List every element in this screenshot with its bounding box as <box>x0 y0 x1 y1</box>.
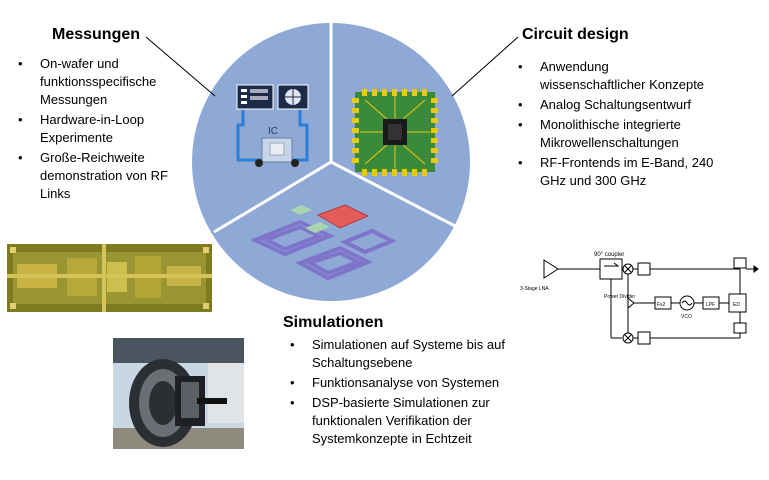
messungen-list: On-wafer und funktionsspecifische Messun… <box>12 55 192 205</box>
pie-divider-right <box>330 160 456 228</box>
messungen-item-2: Hardware-in-Loop Experimente <box>12 111 192 147</box>
simulationen-list: Simulationen auf Systeme bis auf Schaltu… <box>284 336 544 450</box>
ed-label: ED <box>733 302 740 308</box>
antenna-photo-image <box>113 338 244 449</box>
vco-label: VCO <box>681 314 692 320</box>
ic-label: IC <box>268 126 278 137</box>
simulationen-item-2: Funktionsanalyse von Systemen <box>284 374 544 392</box>
circuit-item-1: Anwendung wissenschaftlicher Konzepte <box>512 58 717 94</box>
lpf-label: LPF <box>706 302 715 308</box>
simulation-layout-icon <box>249 204 397 281</box>
circuit-list: Anwendung wissenschaftlicher Konzepte An… <box>512 58 717 192</box>
simulationen-item-1: Simulationen auf Systeme bis auf Schaltu… <box>284 336 544 372</box>
circuit-title: Circuit design <box>522 26 629 43</box>
leader-line-circuit <box>451 36 519 97</box>
circuit-item-2: Analog Schaltungsentwurf <box>512 96 717 114</box>
messungen-item-3: Große-Reichweite demonstration von RF Li… <box>12 149 192 203</box>
measurement-setup-icon: IC <box>236 84 309 167</box>
simulationen-item-3: DSP-basierte Simulationen zur funktional… <box>284 394 544 448</box>
ic-chip-icon <box>352 89 438 176</box>
messungen-item-1: On-wafer und funktionsspecifische Messun… <box>12 55 192 109</box>
messungen-title: Messungen <box>52 26 141 43</box>
circuit-item-3: Monolithische integrierte Mikrowellensch… <box>512 116 717 152</box>
simulationen-title: Simulationen <box>283 314 384 331</box>
pie-divider-left <box>213 160 332 234</box>
chip-micrograph-image <box>7 244 212 312</box>
coupler-label: 90° coupler <box>594 252 624 258</box>
rf-block-diagram: 90° coupler 3-Stage LNA Power Divider Fx… <box>518 248 764 348</box>
multiplier-label: Fx2 <box>657 302 666 308</box>
circuit-item-4: RF-Frontends im E-Band, 240 GHz und 300 … <box>512 154 717 190</box>
lna-label: 3-Stage LNA <box>520 286 549 292</box>
divider-label: Power Divider <box>604 294 635 300</box>
